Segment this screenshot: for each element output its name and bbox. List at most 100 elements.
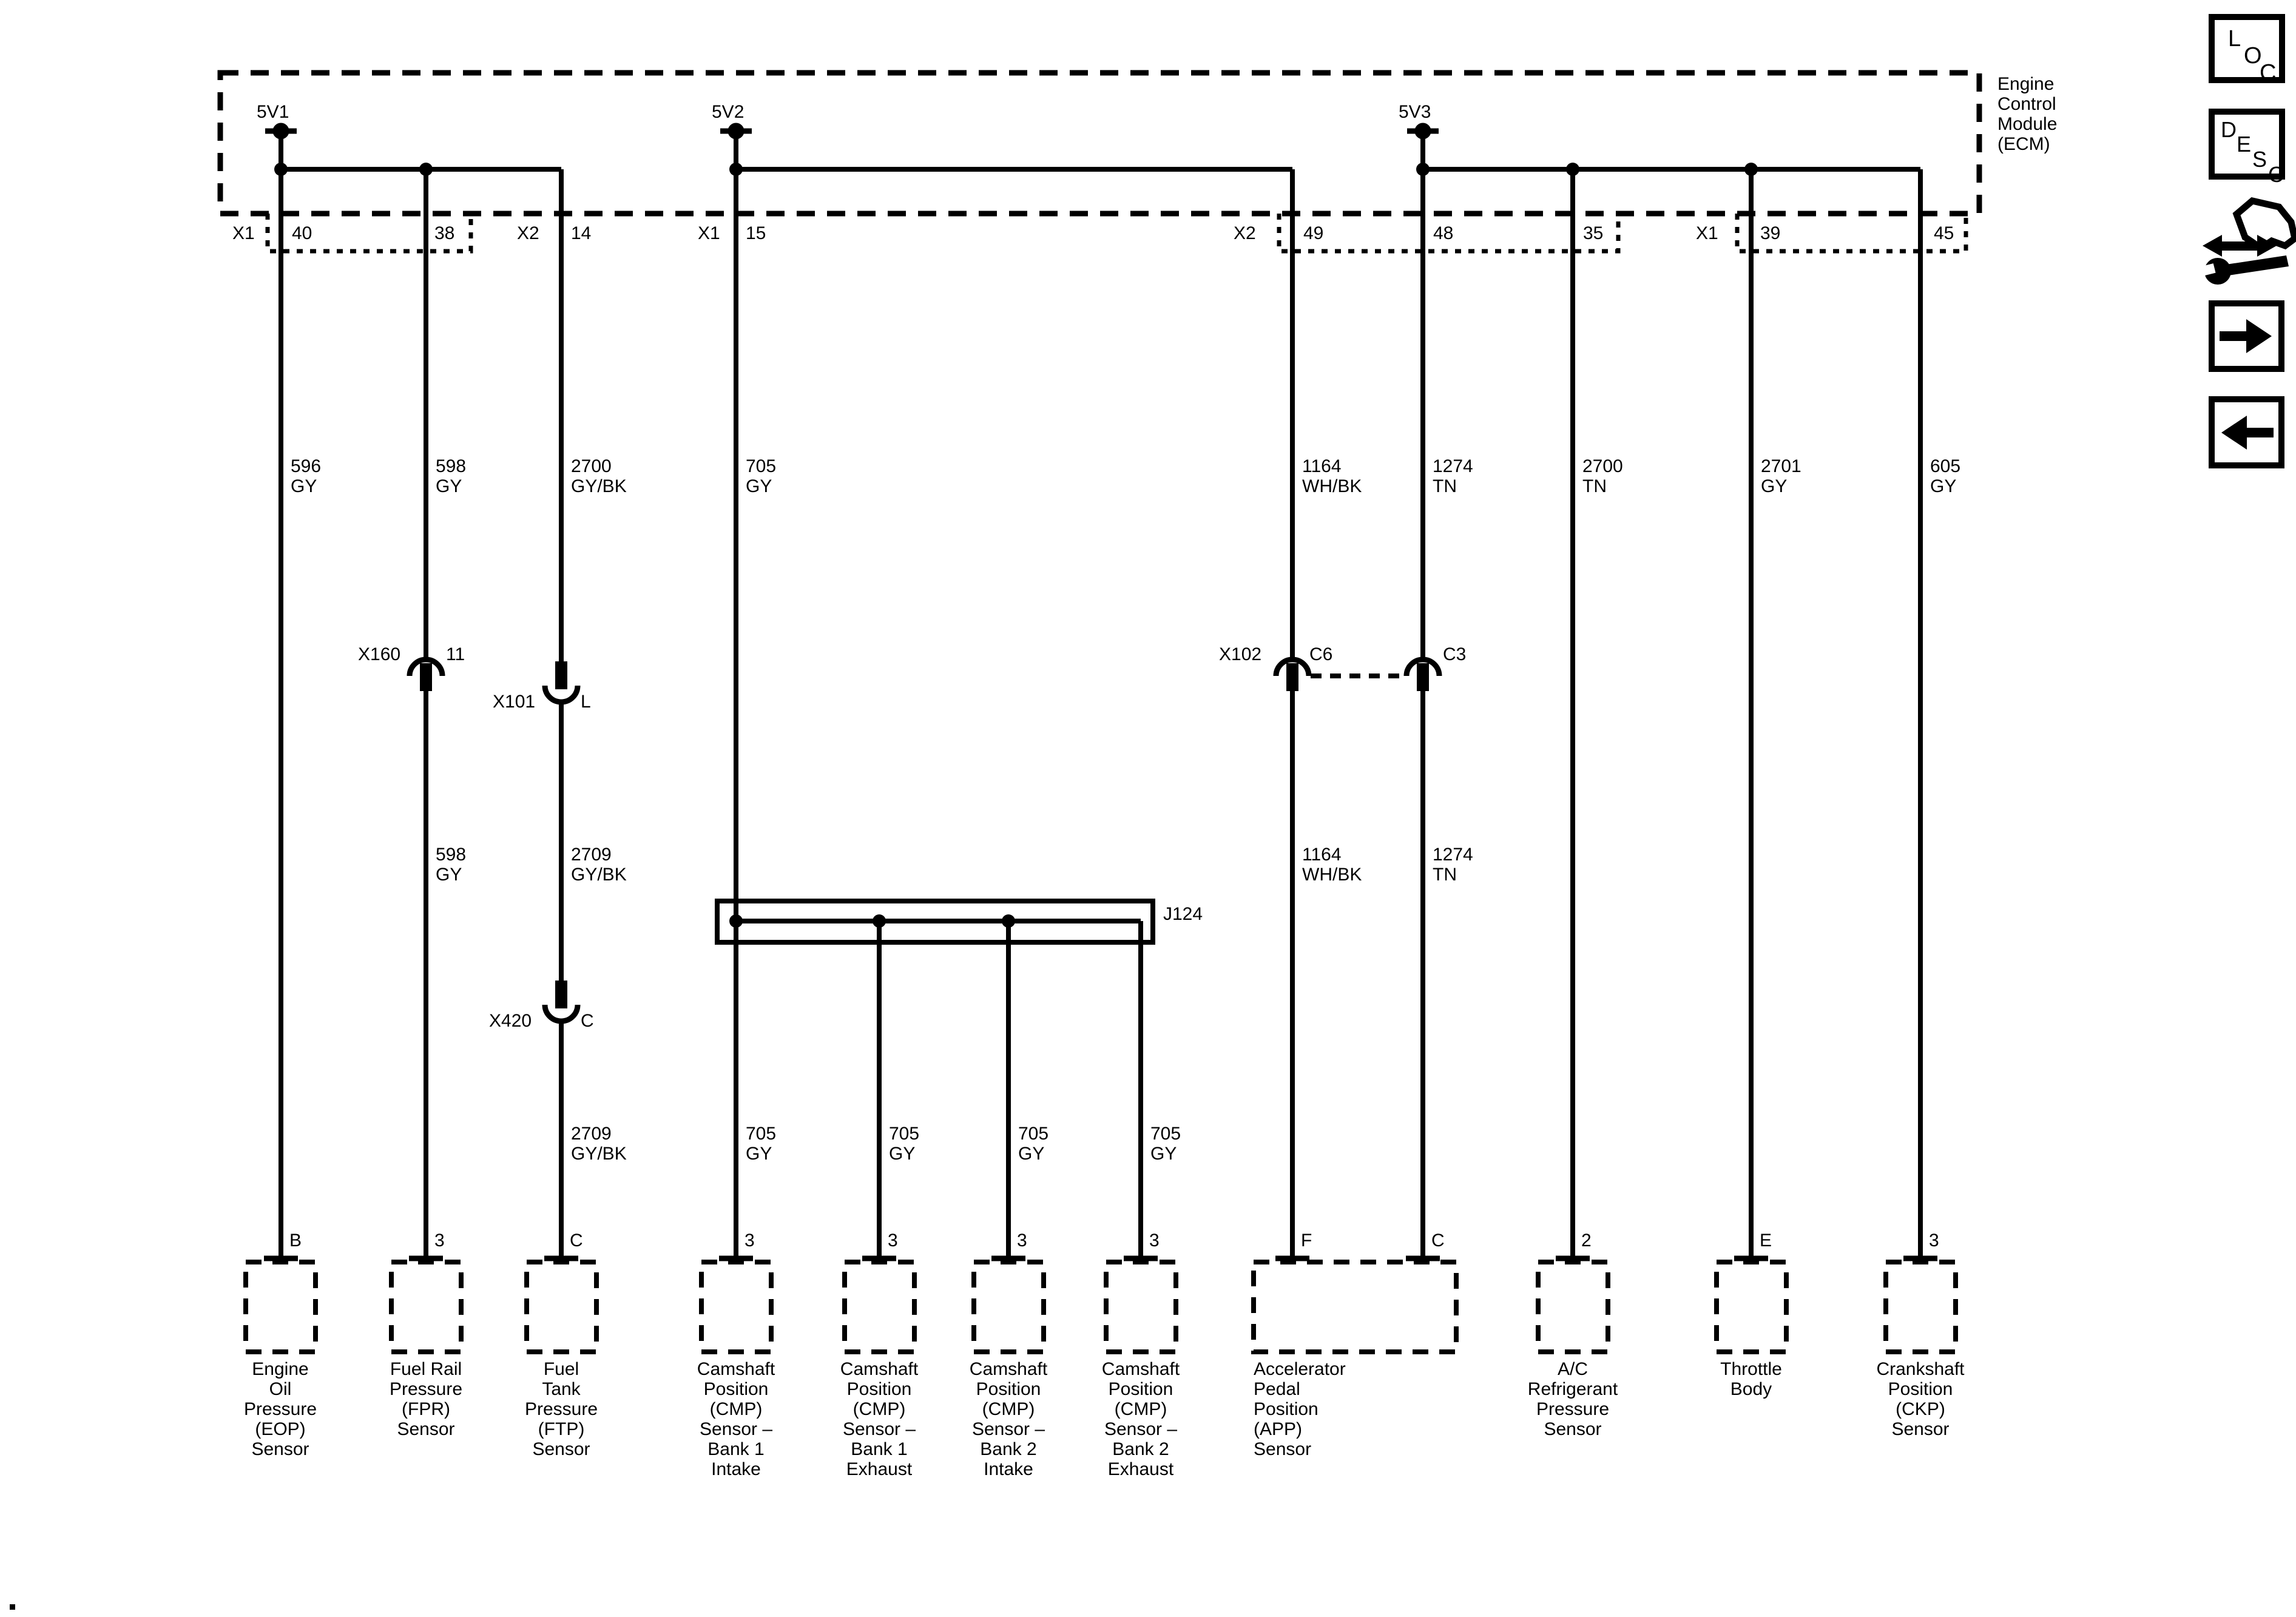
wire-color: GY <box>746 476 772 496</box>
sensor-pin-c: C <box>1431 1230 1445 1251</box>
splice-pin-11: 11 <box>446 644 465 664</box>
sensor-pin-e: E <box>1760 1230 1772 1251</box>
desc-letter: S <box>2252 147 2267 172</box>
sensor-pin-3: 3 <box>888 1230 898 1251</box>
ckp-sensor-name: Crankshaft Position (CKP) Sensor <box>1876 1359 1965 1439</box>
pin-label-49: 49 <box>1303 223 1324 243</box>
sensor-pin-f: F <box>1301 1230 1312 1251</box>
connector-pin-c6: C6 <box>1309 644 1333 664</box>
sensor-pin-c: C <box>570 1230 583 1251</box>
wire-color: WH/BK <box>1302 865 1362 885</box>
cmp1-sensor-box <box>699 1260 774 1354</box>
junction-j124-box <box>715 899 1155 945</box>
circuit-number: 596 <box>291 456 322 476</box>
app-sensor-name: Accelerator Pedal Position (APP) Sensor <box>1254 1359 1346 1459</box>
circuit-number: 1164 <box>1302 845 1342 865</box>
pin-label-38: 38 <box>434 223 455 243</box>
connector-box-x1-c <box>1735 214 1968 254</box>
circuit-number: 2701 <box>1761 456 1801 476</box>
pin-label-40: 40 <box>292 223 312 243</box>
wire-label-596-gy: 596 GY <box>291 456 321 496</box>
fpr-sensor-name: Fuel Rail Pressure (FPR) Sensor <box>389 1359 463 1439</box>
junction-dots <box>274 163 1758 928</box>
eop-sensor-box <box>243 1260 318 1354</box>
connector-label-x1: X1 <box>1696 223 1718 243</box>
sensor-pin-3: 3 <box>745 1230 755 1251</box>
ftp-sensor-name: Fuel Tank Pressure (FTP) Sensor <box>524 1359 598 1459</box>
connector-pin-c3: C3 <box>1443 644 1467 664</box>
wire-color: TN <box>1433 865 1457 885</box>
cmp1-sensor-name: Camshaft Position (CMP) Sensor – Bank 1 … <box>697 1359 775 1479</box>
wire-label-598-gy: 598 GY <box>436 456 466 496</box>
wire-label-1164-whbk: 1164 WH/BK <box>1302 456 1362 496</box>
ecm-title-line: Control <box>1997 94 2056 114</box>
circuit-number: 705 <box>1150 1124 1181 1144</box>
loc-letter: O <box>2244 43 2262 69</box>
wire-color: GY/BK <box>571 1144 627 1164</box>
wrench-arrows-icon[interactable] <box>2198 197 2296 285</box>
connector-box-x2-b <box>1277 214 1621 254</box>
pin-label-45: 45 <box>1934 223 1954 243</box>
ref-label-5v1: 5V1 <box>257 102 289 122</box>
sensor-boxes <box>243 1260 1958 1354</box>
wire-label-1164-whbk-lower: 1164 WH/BK <box>1302 845 1362 885</box>
desc-letter: C <box>2268 162 2284 187</box>
wire-label-2709-gybk: 2709 GY/BK <box>571 845 627 885</box>
wire-color: GY <box>436 476 462 496</box>
circuit-number: 1164 <box>1302 456 1342 476</box>
ftp-sensor-box <box>524 1260 599 1354</box>
wire-color: GY <box>1150 1144 1177 1164</box>
splice-x101-symbol <box>542 661 581 705</box>
connector-label-x2: X2 <box>1234 223 1256 243</box>
wire-label-1274-tn: 1274 TN <box>1433 456 1473 496</box>
cmp3-sensor-name: Camshaft Position (CMP) Sensor – Bank 2 … <box>969 1359 1048 1479</box>
ecm-title-line: Engine <box>1997 74 2055 94</box>
cmp4-sensor-box <box>1104 1260 1178 1354</box>
loc-letter: L <box>2228 26 2241 52</box>
cmp2-sensor-name: Camshaft Position (CMP) Sensor – Bank 1 … <box>840 1359 919 1479</box>
wire-label-705-gy: 705 GY <box>746 456 776 496</box>
splice-label-x420: X420 <box>489 1011 532 1031</box>
cmp2-sensor-box <box>842 1260 917 1354</box>
connector-label-x2: X2 <box>517 223 539 243</box>
desc-letter: E <box>2237 132 2252 157</box>
splice-x420-symbol <box>542 981 581 1024</box>
cmp3-sensor-box <box>971 1260 1046 1354</box>
wire-color: TN <box>1433 476 1457 496</box>
acp-sensor-box <box>1536 1260 1610 1354</box>
previous-page-button[interactable] <box>2209 396 2284 468</box>
connector-label-x1: X1 <box>698 223 720 243</box>
next-page-button[interactable] <box>2209 300 2284 372</box>
wire-label-705-gy-cmp1: 705 GY <box>746 1124 776 1164</box>
sensor-pin-2: 2 <box>1581 1230 1592 1251</box>
circuit-number: 1274 <box>1433 456 1473 476</box>
sensor-pin-b: B <box>289 1230 302 1251</box>
circuit-number: 2700 <box>1582 456 1623 476</box>
wire-color: WH/BK <box>1302 476 1362 496</box>
wire-color: GY <box>746 1144 772 1164</box>
left-arrow-icon <box>2221 416 2274 450</box>
pin-label-14: 14 <box>571 223 592 243</box>
wire-color: GY <box>889 1144 916 1164</box>
desc-button[interactable]: D E S C <box>2209 109 2285 187</box>
wire-label-2701-gy: 2701 GY <box>1761 456 1801 496</box>
wire-color: GY <box>436 865 462 885</box>
connector-label-x1: X1 <box>232 223 255 243</box>
wire-label-2700-tn: 2700 TN <box>1582 456 1623 496</box>
wire-label-598-gy-lower: 598 GY <box>436 845 466 885</box>
circuit-number: 605 <box>1930 456 1961 476</box>
splice-label-x101: X101 <box>493 692 536 712</box>
cmp4-sensor-name: Camshaft Position (CMP) Sensor – Bank 2 … <box>1101 1359 1180 1479</box>
eop-sensor-name: Engine Oil Pressure (EOP) Sensor <box>243 1359 317 1459</box>
fpr-sensor-box <box>389 1260 464 1354</box>
wire-label-705-gy-cmp3: 705 GY <box>1018 1124 1048 1164</box>
circuit-number: 705 <box>746 1124 777 1144</box>
loc-button[interactable]: L O C <box>2209 14 2285 86</box>
pin-label-39: 39 <box>1760 223 1781 243</box>
sensor-pin-3: 3 <box>1017 1230 1027 1251</box>
junction-label-j124: J124 <box>1163 904 1203 924</box>
circuit-number: 2709 <box>571 845 612 865</box>
pin-label-35: 35 <box>1583 223 1604 243</box>
